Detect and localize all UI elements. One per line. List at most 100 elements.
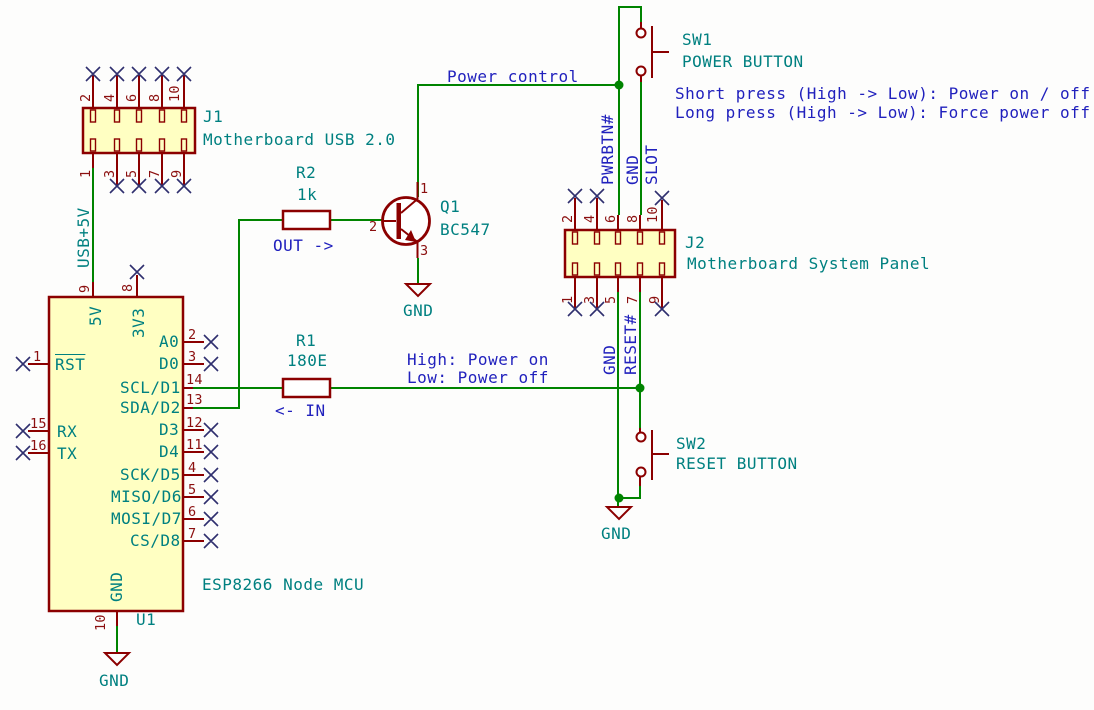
j2-value: Motherboard System Panel — [687, 254, 931, 273]
sw2-contact-bottom — [635, 466, 647, 478]
gnd-symbol-j2 — [604, 506, 634, 521]
j2-pin-number-7: 7 — [625, 295, 641, 304]
gnd-symbols — [102, 283, 634, 667]
j2-pin-number-3: 3 — [582, 295, 598, 304]
net-label-power-control: Power control — [447, 67, 579, 86]
u1-pin-name-mosi-d7: MOSI/D7 — [111, 509, 182, 528]
j2-pin-number-4: 4 — [582, 214, 598, 223]
u1-pin-number-5: 5 — [188, 482, 197, 498]
j2-pin-number-5: 5 — [603, 295, 619, 304]
j1-pin-number-8: 8 — [147, 93, 163, 102]
u1-value: ESP8266 Node MCU — [202, 575, 365, 594]
sw1-actuator — [651, 26, 669, 78]
junction-gnd — [614, 493, 624, 503]
u1-pin-number-14: 14 — [186, 372, 203, 388]
wire-sw2-to-gnd — [619, 486, 641, 499]
no-connect-marks — [15, 66, 670, 549]
u1-pin-number-15: 15 — [30, 416, 47, 432]
j1-reference: J1 — [203, 107, 224, 126]
j1-pin-number-4: 4 — [102, 93, 118, 102]
wire-sda-to-r2 — [193, 219, 283, 409]
j2-pin-number-8: 8 — [625, 214, 641, 223]
u1-pin-name-d4: D4 — [159, 442, 180, 461]
junction-reset — [635, 383, 645, 393]
j2-body — [563, 228, 677, 279]
u1-pin-name-d3: D3 — [159, 420, 180, 439]
u1-pin-number-12: 12 — [186, 415, 203, 431]
j2-pin-number-6: 6 — [603, 214, 619, 223]
x-marks — [15, 66, 670, 549]
net-label-pwrbtn: PWRBTN# — [598, 114, 617, 185]
j2-reference: J2 — [685, 233, 706, 252]
q1-value: BC547 — [440, 220, 491, 239]
u1-pin-number-9: 9 — [77, 284, 93, 293]
u1-reference: U1 — [136, 610, 157, 629]
j1-pin-number-9: 9 — [169, 169, 185, 178]
u1-pin-name-scl-d1: SCL/D1 — [120, 378, 181, 397]
sw-pin-stubs — [639, 22, 642, 486]
net-label-slot: SLOT — [642, 144, 661, 185]
j1-pin-number-3: 3 — [102, 169, 118, 178]
junction-pwrbtn — [614, 80, 624, 90]
r1-value: 180E — [287, 351, 328, 370]
annotation-short-press: Short press (High -> Low): Power on / of… — [675, 84, 1091, 103]
u1-pin-name-a0: A0 — [159, 332, 180, 351]
j1-outline — [81, 106, 197, 155]
u1-pin-number-13: 13 — [186, 392, 203, 408]
sw2-contact-top — [635, 431, 647, 443]
gnd-label-j2: GND — [601, 524, 632, 543]
pin-stubs — [28, 22, 663, 626]
q1-body — [381, 182, 431, 258]
sw1-value: POWER BUTTON — [682, 52, 804, 71]
u1-pin-name-sck-d5: SCK/D5 — [120, 465, 181, 484]
u1-pin-name-cs-d8: CS/D8 — [130, 531, 181, 550]
r2-value: 1k — [297, 185, 318, 204]
u1-pin-number-7: 7 — [188, 526, 197, 542]
u1-pin-name-tx: TX — [57, 444, 78, 463]
sw2-value: RESET BUTTON — [676, 454, 798, 473]
gnd-symbol-u1 — [102, 652, 132, 667]
u1-pin-name-rst: RST — [55, 355, 86, 374]
gnd-label-q1: GND — [403, 301, 434, 320]
j1-pin-slots — [89, 109, 188, 152]
sw2-body — [635, 430, 669, 480]
r2-body — [281, 209, 332, 231]
sw2-actuator — [651, 430, 669, 480]
annotation-out: OUT -> — [273, 236, 334, 255]
j2-pin-number-1: 1 — [560, 295, 576, 304]
j2-pin-stubs — [574, 198, 663, 308]
j1-value: Motherboard USB 2.0 — [203, 130, 396, 149]
u1-pin-name-gnd: GND — [107, 571, 126, 602]
j1-pin-number-6: 6 — [124, 93, 140, 102]
sw1-contact-bottom — [635, 65, 647, 77]
u1-pin-number-10: 10 — [93, 614, 109, 631]
annotation-long-press: Long press (High -> Low): Force power of… — [675, 103, 1091, 122]
u1-pin-number-3: 3 — [188, 349, 197, 365]
wire-power-control — [417, 84, 619, 197]
u1-pin-number-1: 1 — [33, 349, 42, 365]
j1-pin-number-2: 2 — [78, 93, 94, 102]
u1-pin-name-miso-d6: MISO/D6 — [111, 487, 182, 506]
u1-pin-number-4: 4 — [188, 460, 197, 476]
u1-pin-number-8: 8 — [120, 283, 136, 292]
j1-pin-number-10: 10 — [167, 85, 183, 102]
j2-pin-slots — [571, 231, 666, 276]
j2-pin-number-10: 10 — [645, 206, 661, 223]
junction-dots — [614, 80, 645, 503]
sw1-contact-top — [635, 27, 647, 39]
u1-outline — [47, 295, 185, 613]
u1-pin-number-6: 6 — [188, 504, 197, 520]
j2-pin-number-9: 9 — [647, 295, 663, 304]
sw1-reference: SW1 — [682, 30, 713, 49]
u1-pin-stubs — [28, 275, 204, 626]
u1-pin-number-2: 2 — [188, 327, 197, 343]
j1-pin-stubs — [92, 75, 185, 185]
u1-pin-number-16: 16 — [30, 438, 47, 454]
u1-pin-name-5v: 5V — [86, 305, 105, 326]
q1-reference: Q1 — [440, 197, 461, 216]
net-label-usb5v: USB+5V — [74, 207, 93, 268]
u1-pin-name-d0: D0 — [159, 354, 180, 373]
gnd-label-u1: GND — [99, 671, 130, 690]
